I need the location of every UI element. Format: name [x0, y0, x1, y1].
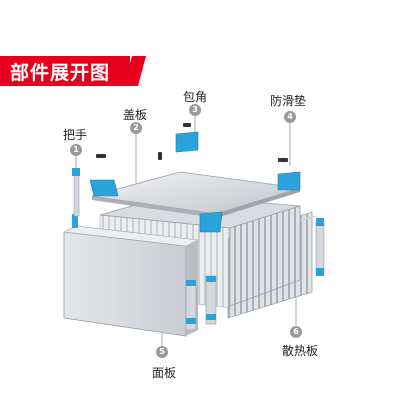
- page-title: 部件展开图: [10, 62, 111, 84]
- title-banner: 部件展开图: [0, 52, 152, 90]
- front-panel: [62, 225, 200, 337]
- title-banner-shape: [0, 56, 146, 86]
- callout-number-front-panel: 5: [156, 346, 168, 358]
- callout-label-corner-guard: 包角: [183, 90, 208, 104]
- callout-number-anti-slip-pad: 4: [284, 111, 296, 123]
- callout-label-anti-slip-pad: 防滑垫: [270, 94, 307, 108]
- callout-number-top-cover: 2: [130, 122, 142, 134]
- callout-label-front-panel: 面板: [152, 366, 177, 380]
- callout-number-corner-guard: 3: [189, 104, 201, 116]
- corner-guards: [89, 131, 301, 233]
- top-cover: [91, 171, 301, 218]
- callout-number-heatsink: 6: [290, 326, 302, 338]
- screws: [96, 123, 288, 162]
- callout-label-top-cover: 盖板: [123, 108, 148, 122]
- rear-handles: [315, 218, 325, 276]
- front-handles: [72, 168, 217, 331]
- callout-number-handle: 1: [70, 144, 82, 156]
- callout-label-heatsink: 散热板: [282, 344, 319, 358]
- callout-label-handle: 把手: [63, 128, 88, 142]
